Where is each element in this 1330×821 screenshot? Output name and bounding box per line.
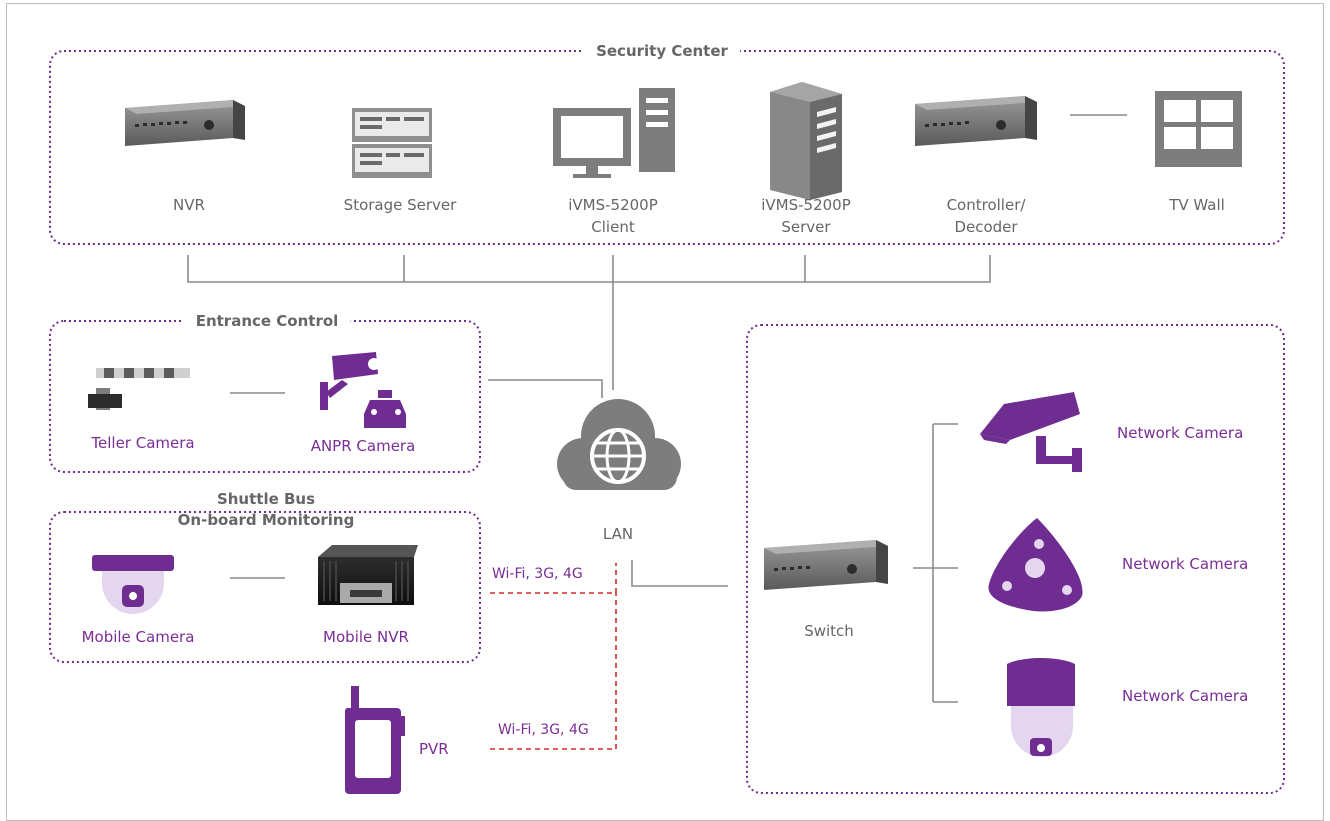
- radio-icon: [344, 686, 405, 794]
- nvr-icon: [125, 100, 245, 146]
- lan-cloud-icon: [557, 399, 681, 490]
- security-center-group: [49, 50, 1285, 245]
- ptz-camera-icon: [1007, 658, 1075, 757]
- decoder-icon: [915, 96, 1037, 146]
- storage-server-label: Storage Server: [343, 196, 457, 214]
- server-tower-icon: [770, 82, 842, 200]
- shuttle-bus-group: [49, 511, 481, 663]
- teller-camera-label: Teller Camera: [91, 434, 195, 452]
- link-lan-switch: [631, 560, 728, 587]
- mobile-camera-label: Mobile Camera: [81, 628, 195, 646]
- wireless-label-1: Wi-Fi, 3G, 4G: [489, 566, 586, 582]
- entrance-control-title: Entrance Control: [183, 311, 351, 332]
- lan-label: LAN: [602, 525, 634, 543]
- pvr-label: PVR: [419, 740, 449, 758]
- mobile-dome-camera-icon: [92, 555, 174, 614]
- bus-line: [187, 255, 991, 283]
- bullet-camera-icon: [980, 392, 1082, 472]
- server-label: iVMS-5200P Server: [761, 196, 851, 236]
- security-center-title: Security Center: [584, 41, 740, 62]
- storage-server-icon: [352, 108, 432, 178]
- anpr-camera-icon: [320, 352, 406, 428]
- camera-network-group: [746, 324, 1285, 794]
- dome-camera-icon: [988, 518, 1083, 612]
- mobile-nvr-icon: [318, 545, 418, 605]
- link-entrance-lan: [488, 379, 603, 398]
- shuttle-bus-title: Shuttle Bus On-board Monitoring: [177, 490, 355, 529]
- wireless-label-2: Wi-Fi, 3G, 4G: [495, 722, 592, 738]
- tv-wall-label: TV Wall: [1169, 196, 1225, 214]
- client-label: iVMS-5200P Client: [568, 196, 658, 236]
- client-pc-icon: [553, 88, 675, 178]
- network-camera-label-3: Network Camera: [1122, 687, 1249, 705]
- tv-wall-icon: [1155, 91, 1242, 167]
- network-camera-label-2: Network Camera: [1122, 555, 1249, 573]
- anpr-camera-label: ANPR Camera: [310, 437, 416, 455]
- nvr-label: NVR: [173, 196, 205, 214]
- network-camera-label-1: Network Camera: [1117, 424, 1244, 442]
- switch-icon: [764, 540, 888, 590]
- switch-label: Switch: [804, 622, 854, 640]
- barrier-gate-icon: [88, 368, 190, 410]
- decoder-label: Controller/ Decoder: [946, 196, 1026, 236]
- wireless-link-2: [490, 593, 617, 750]
- mobile-nvr-label: Mobile NVR: [323, 628, 409, 646]
- link-switch-cameras: [913, 423, 958, 703]
